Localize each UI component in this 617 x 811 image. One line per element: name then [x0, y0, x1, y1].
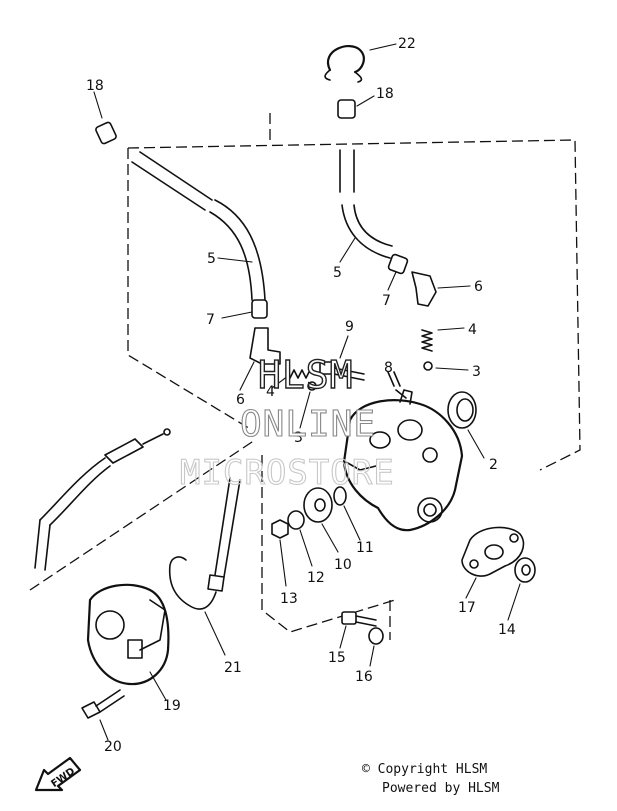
part-19-cover: [86, 583, 170, 701]
part-3-ball-left: [299, 381, 317, 429]
callout-3: 3: [472, 364, 481, 380]
part-6-fitting-left: [239, 327, 281, 391]
watermark: HLSM ONLINE MICROSTORE: [179, 352, 395, 493]
part-13-nut: [271, 519, 289, 587]
part-11-washer: [333, 486, 361, 541]
part-3-ball-right: [423, 361, 469, 371]
part-16-washer: [368, 627, 384, 667]
part-5-hose-left: [131, 151, 266, 301]
callout-5: 5: [333, 265, 342, 281]
callout-9: 9: [345, 319, 354, 335]
callout-4: 4: [468, 322, 477, 338]
callouts: 22 18 18 5 5 6 6 7 7 9 4 4 3 3 8 2 11 10…: [86, 36, 516, 755]
callout-18: 18: [86, 78, 104, 94]
powered-by-text: Powered by HLSM: [382, 781, 500, 796]
callout-12: 12: [307, 570, 325, 586]
callout-17: 17: [458, 600, 476, 616]
callout-14: 14: [498, 622, 516, 638]
pump-cable: [34, 428, 171, 571]
callout-13: 13: [280, 591, 298, 607]
callout-3: 3: [294, 430, 303, 446]
part-10-washer: [303, 487, 339, 553]
callout-6: 6: [474, 279, 483, 295]
callout-19: 19: [163, 698, 181, 714]
part-8-fitting: [387, 371, 407, 399]
part-22-clip: [324, 43, 397, 83]
part-7-clamp-left: [221, 299, 268, 319]
part-4-spring-right: [421, 327, 465, 352]
callout-7: 7: [382, 293, 391, 309]
callout-5: 5: [207, 251, 216, 267]
watermark-line-1: HLSM: [258, 353, 354, 397]
watermark-line-2: ONLINE: [240, 404, 376, 445]
callout-6: 6: [236, 392, 245, 408]
callout-20: 20: [104, 739, 122, 755]
callout-18: 18: [376, 86, 394, 102]
part-12-washer: [287, 510, 313, 567]
callout-22: 22: [398, 36, 416, 52]
part-9-bolt: [319, 335, 365, 381]
part-21-cable: [168, 477, 241, 656]
callout-21: 21: [224, 660, 242, 676]
watermark-line-3: MICROSTORE: [180, 453, 395, 493]
part-14-washer: [507, 557, 536, 621]
copyright-text: © Copyright HLSM: [362, 762, 488, 777]
part-18-clamp-right: [337, 95, 375, 119]
part-4-spring-left: [271, 369, 311, 389]
callout-2: 2: [489, 457, 498, 473]
callout-4: 4: [266, 384, 275, 400]
part-5-hose-right: [339, 149, 393, 263]
callout-7: 7: [206, 312, 215, 328]
fwd-arrow-icon: FWD: [34, 756, 82, 792]
part-2-oil-seal: [447, 391, 485, 459]
part-15-screw: [339, 611, 377, 649]
callout-16: 16: [355, 669, 373, 685]
part-18-clamp-left: [93, 91, 117, 145]
part-7-clamp-right: [387, 253, 409, 291]
callout-8: 8: [384, 360, 393, 376]
oil-pump-body: [342, 389, 464, 532]
callout-10: 10: [334, 557, 352, 573]
part-20-bolt: [81, 689, 125, 741]
callout-11: 11: [356, 540, 374, 556]
callout-15: 15: [328, 650, 346, 666]
part-6-fitting-right: [411, 271, 471, 307]
part-17-gasket: [461, 526, 525, 599]
